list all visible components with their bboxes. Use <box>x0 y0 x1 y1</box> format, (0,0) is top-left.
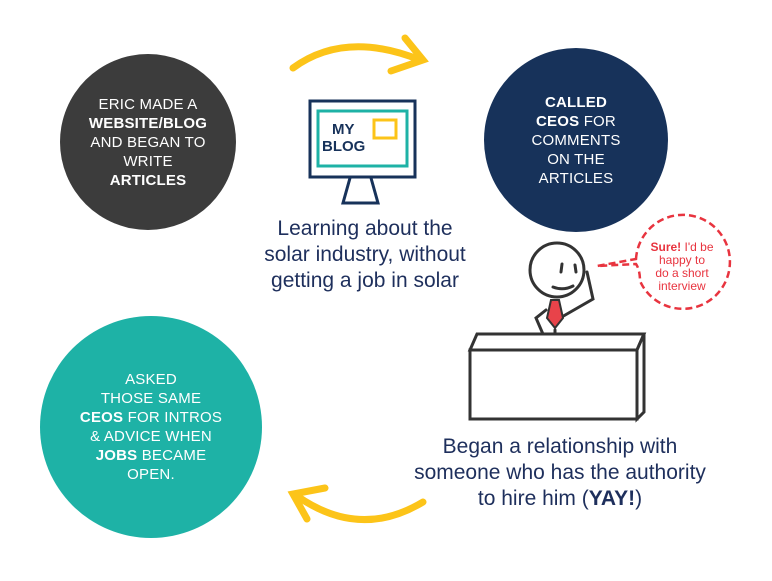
circle-text-bold: CEOS <box>536 112 580 130</box>
bubble-text: interview <box>658 279 706 293</box>
circle-text-bold: JOBS <box>95 447 138 464</box>
circle-text: ARTICLES <box>538 169 614 187</box>
caption-text: someone who has the authority <box>414 461 706 484</box>
circle-text: OPEN. <box>127 466 175 483</box>
speech-bubble <box>596 213 732 311</box>
circle-text: FOR <box>579 112 616 130</box>
circle-text: ERIC MADE A <box>98 95 198 113</box>
caption-text: Began a relationship with <box>442 435 678 458</box>
arrow-right-icon <box>289 34 429 75</box>
circle-text: WRITE <box>123 152 173 170</box>
stick-figure-icon <box>528 241 595 350</box>
monitor-text: MY <box>332 121 355 138</box>
caption-text: Learning about the <box>277 217 453 240</box>
caption-learning: Learning about the solar industry, witho… <box>225 216 505 294</box>
bubble-text: I'd be <box>681 240 714 254</box>
bubble-text-bold: Sure! <box>650 240 682 254</box>
speech-bubble-text: Sure! I'd be happy to do a short intervi… <box>630 241 734 293</box>
caption-text-bold: YAY! <box>588 487 636 510</box>
circle-text: BECAME <box>137 447 207 464</box>
circle-text: FOR INTROS <box>123 409 223 426</box>
step-circle-ceos: CALLED CEOS FOR COMMENTS ON THE ARTICLES <box>484 48 668 232</box>
circle-text-bold: ARTICLES <box>109 171 187 189</box>
monitor-icon <box>308 99 417 205</box>
circle-text: ASKED <box>125 371 177 388</box>
circle-text: AND BEGAN TO <box>90 133 206 151</box>
circle-text-bold: CALLED <box>544 93 608 111</box>
caption-text: ) <box>635 487 643 510</box>
step-circle-intros: ASKED THOSE SAME CEOS FOR INTROS & ADVIC… <box>40 316 262 538</box>
desk-icon <box>467 332 647 423</box>
caption-text: to hire him ( <box>477 487 589 510</box>
circle-text-bold: CEOS <box>79 409 124 426</box>
bubble-text: do a short <box>655 266 709 280</box>
circle-text: ON THE <box>547 150 605 168</box>
step-circle-blog: ERIC MADE A WEBSITE/BLOG AND BEGAN TO WR… <box>60 54 236 230</box>
caption-text: getting a job in solar <box>271 269 459 292</box>
tie-icon <box>545 299 565 330</box>
circle-text-bold: WEBSITE/BLOG <box>88 114 208 132</box>
circle-text: COMMENTS <box>531 131 621 149</box>
monitor-label: MY BLOG <box>322 121 365 155</box>
circle-text: THOSE SAME <box>100 390 202 407</box>
caption-text: solar industry, without <box>264 243 466 266</box>
monitor-text: BLOG <box>322 138 366 155</box>
bubble-text: happy to <box>658 253 706 267</box>
arrow-left-icon <box>287 484 427 523</box>
caption-relationship: Began a relationship with someone who ha… <box>370 434 750 512</box>
circle-text: & ADVICE WHEN <box>90 428 212 445</box>
